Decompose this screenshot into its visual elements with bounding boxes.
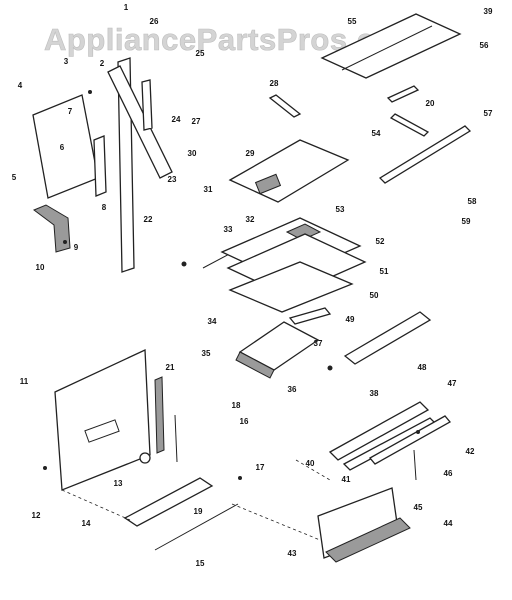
callout-53: 53 xyxy=(336,205,345,214)
part-5-bracket xyxy=(33,204,71,253)
part-49-clip xyxy=(288,307,332,325)
part-15-rod xyxy=(154,503,239,551)
callout-44: 44 xyxy=(444,519,453,528)
callout-6: 6 xyxy=(60,143,65,152)
part-48-channel xyxy=(343,311,432,365)
screw xyxy=(416,430,420,434)
callout-28: 28 xyxy=(270,79,279,88)
callout-9: 9 xyxy=(74,243,79,252)
callout-50: 50 xyxy=(370,291,379,300)
screw xyxy=(43,466,47,470)
part-35-lip xyxy=(235,351,275,379)
part-45-element xyxy=(413,449,417,481)
callout-51: 51 xyxy=(380,267,389,276)
callout-31: 31 xyxy=(204,185,213,194)
callout-34: 34 xyxy=(208,317,217,326)
callout-41: 41 xyxy=(342,475,351,484)
callout-15: 15 xyxy=(196,559,205,568)
callout-21: 21 xyxy=(166,363,175,372)
part-20-bar xyxy=(386,85,420,103)
callout-11: 11 xyxy=(20,377,29,386)
part-12-panel xyxy=(54,349,151,491)
callout-39: 39 xyxy=(484,7,493,16)
callout-13: 13 xyxy=(114,479,123,488)
callout-52: 52 xyxy=(376,237,385,246)
callout-10: 10 xyxy=(36,263,45,272)
callout-40: 40 xyxy=(306,459,315,468)
part-7-strip xyxy=(93,135,107,197)
callout-59: 59 xyxy=(462,217,471,226)
callout-19: 19 xyxy=(194,507,203,516)
callout-33: 33 xyxy=(224,225,233,234)
watermark: AppliancePartsPros.com xyxy=(44,22,422,57)
callout-47: 47 xyxy=(448,379,457,388)
callout-18: 18 xyxy=(232,401,241,410)
callout-43: 43 xyxy=(288,549,297,558)
screw xyxy=(88,90,92,94)
alignment-line-3 xyxy=(295,459,331,481)
part-13-knob xyxy=(139,452,151,464)
part-57-rod xyxy=(378,125,472,184)
part-28-bar xyxy=(268,94,302,118)
callout-30: 30 xyxy=(188,149,197,158)
callout-46: 46 xyxy=(444,469,453,478)
part-23-brace xyxy=(107,65,173,179)
callout-32: 32 xyxy=(246,215,255,224)
screw xyxy=(181,261,187,267)
callout-36: 36 xyxy=(288,385,297,394)
callout-labels: 1234567891011121314151617181920212223242… xyxy=(12,3,493,568)
part-24-rail xyxy=(141,79,153,131)
callout-14: 14 xyxy=(82,519,91,528)
callout-12: 12 xyxy=(32,511,41,520)
callout-55: 55 xyxy=(348,17,357,26)
callout-27: 27 xyxy=(192,117,201,126)
callout-7: 7 xyxy=(68,107,73,116)
screw xyxy=(327,365,333,371)
callout-20: 20 xyxy=(426,99,435,108)
callout-29: 29 xyxy=(246,149,255,158)
part-56-edge xyxy=(341,25,433,71)
callout-57: 57 xyxy=(484,109,493,118)
callout-54: 54 xyxy=(372,129,381,138)
screw xyxy=(63,240,67,244)
alignment-line-2 xyxy=(231,503,321,541)
part-4-panel xyxy=(32,94,99,199)
callout-24: 24 xyxy=(172,115,181,124)
part-18-spring xyxy=(174,414,178,463)
part-40-channel xyxy=(328,401,430,461)
part-50-panel xyxy=(228,261,354,313)
part-21-strip xyxy=(154,376,165,454)
part-12-slot xyxy=(84,419,120,443)
callout-35: 35 xyxy=(202,349,211,358)
callout-22: 22 xyxy=(144,215,153,224)
callout-2: 2 xyxy=(100,59,105,68)
callout-56: 56 xyxy=(480,41,489,50)
callout-1: 1 xyxy=(124,3,129,12)
callout-38: 38 xyxy=(370,389,379,398)
alignment-line-1 xyxy=(61,489,131,521)
callout-48: 48 xyxy=(418,363,427,372)
callout-5: 5 xyxy=(12,173,17,182)
callout-23: 23 xyxy=(168,175,177,184)
callout-58: 58 xyxy=(468,197,477,206)
callout-16: 16 xyxy=(240,417,249,426)
callout-26: 26 xyxy=(150,17,159,26)
callout-8: 8 xyxy=(102,203,107,212)
callout-25: 25 xyxy=(196,49,205,58)
callout-42: 42 xyxy=(466,447,475,456)
part-54-bar xyxy=(389,113,430,137)
callout-45: 45 xyxy=(414,503,423,512)
callout-3: 3 xyxy=(64,57,69,66)
part-47-bar xyxy=(368,415,452,465)
part-32-vent xyxy=(254,173,282,195)
callout-4: 4 xyxy=(18,81,23,90)
part-44-grille xyxy=(325,517,411,563)
part-14-channel xyxy=(123,477,214,527)
callout-17: 17 xyxy=(256,463,265,472)
callout-37: 37 xyxy=(314,339,323,348)
screw xyxy=(238,476,242,480)
callout-49: 49 xyxy=(346,315,355,324)
